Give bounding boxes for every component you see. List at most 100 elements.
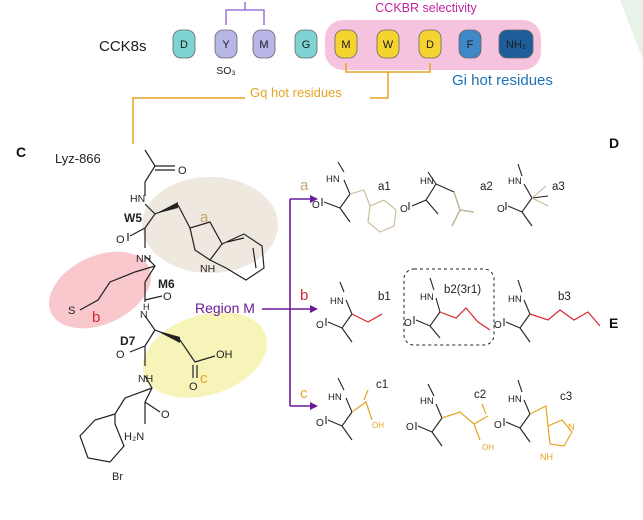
m6-label: M6 (158, 277, 175, 291)
residue-code: W (383, 39, 394, 51)
residue-code: M (341, 39, 350, 51)
residue-pill: NH₂ (498, 29, 534, 59)
a2-label: a2 (480, 181, 493, 193)
molecule-hn-1: HN (130, 193, 145, 205)
c3-nh: NH (540, 452, 553, 462)
region-m-arrows: Region M a b c (195, 177, 318, 410)
c2-hn: HN (420, 396, 434, 407)
panel-e-label: E (609, 315, 618, 331)
region-b-label: b (92, 309, 100, 326)
molecule-nh-1: NH (136, 253, 151, 265)
b1-label: b1 (378, 291, 391, 303)
residue-pill-shape (214, 29, 238, 59)
molecule-o-4: O (116, 349, 125, 361)
variant-c1: HN O c1 OH (316, 377, 388, 441)
residue-pill: M (334, 29, 358, 59)
residue-pill-shape (334, 29, 358, 59)
lyz-866-molecule: Lyz-866 (48, 149, 278, 483)
c3-o: O (494, 420, 502, 431)
a3-label: a3 (552, 181, 565, 193)
residue-pill-shape (418, 29, 442, 59)
molecule-name: Lyz-866 (55, 151, 101, 166)
b1-o: O (316, 320, 324, 331)
molecule-h2n: H₂N (124, 431, 144, 443)
region-c-highlight (142, 312, 268, 398)
a2-o: O (400, 204, 408, 215)
panel-c-label: C (16, 144, 26, 160)
variant-a2: HN O a2 (400, 171, 493, 227)
variant-b3: HN O b3 (494, 279, 601, 343)
molecule-o-2: O (116, 234, 125, 246)
molecule-o-5: O (189, 381, 198, 393)
region-a-highlight (142, 177, 278, 273)
c1-oh: OH (372, 421, 384, 430)
gq-connector (132, 78, 389, 144)
molecule-indole-nh: NH (200, 263, 215, 275)
b1-hn: HN (330, 296, 344, 307)
b2-hn: HN (420, 292, 434, 303)
molecule-o-3: O (163, 291, 172, 303)
residue-pill: G (294, 29, 318, 59)
residue-pill-shape (376, 29, 400, 59)
gq-hot-label: Gq hot residues (250, 85, 342, 100)
variant-b-label: b (300, 287, 308, 304)
residue-pill: D (418, 29, 442, 59)
molecule-o-6: O (161, 409, 170, 421)
residue-code: Y (222, 39, 230, 51)
residue-pill: Y (214, 29, 238, 59)
residue-pill-shape (294, 29, 318, 59)
residue-pill: F (458, 29, 482, 59)
gq-bracket (345, 63, 431, 78)
molecule-nh-2: NH (138, 373, 153, 385)
c3-label: c3 (560, 391, 572, 403)
background-decoration (620, 0, 643, 60)
molecule-oh: OH (216, 349, 233, 361)
residue-pill-shape (458, 29, 482, 59)
residue-pill-shape (498, 29, 534, 59)
a1-hn: HN (326, 174, 340, 185)
c3-hn: HN (508, 394, 522, 405)
molecule-o-1: O (178, 165, 187, 177)
region-m-label: Region M (195, 300, 255, 316)
d7-label: D7 (120, 334, 136, 348)
variant-a-label: a (300, 177, 309, 194)
so3-bracket (225, 2, 265, 25)
c1-o: O (316, 418, 324, 429)
residue-code: D (426, 39, 434, 51)
variant-c2: HN O c2 OH (406, 383, 494, 452)
residue-pill: M (252, 29, 276, 59)
c1-label: c1 (376, 379, 388, 391)
residue-pill: D (172, 29, 196, 59)
b2-label: b2(3r1) (444, 284, 481, 296)
c2-o: O (406, 422, 414, 433)
c2-oh: OH (482, 443, 494, 452)
cckbr-selectivity-label: CCKBR selectivity (375, 1, 477, 15)
sequence-label: CCK8s (99, 38, 147, 55)
a2-hn: HN (420, 176, 434, 187)
region-b-highlight (48, 251, 152, 329)
so3-label: SO₃ (216, 65, 235, 77)
molecule-br: Br (112, 471, 123, 483)
a3-o: O (497, 204, 505, 215)
a3-hn: HN (508, 176, 522, 187)
b3-o: O (494, 320, 502, 331)
residue-pill-shape (252, 29, 276, 59)
w5-label: W5 (124, 211, 142, 225)
b3-label: b3 (558, 291, 571, 303)
variant-b1: HN O b1 (316, 281, 391, 343)
molecule-s: S (68, 305, 75, 317)
variant-b2: HN O b2(3r1) (403, 268, 495, 346)
residue-pills: D Y M G M W D F NH₂ (172, 29, 534, 59)
a1-label: a1 (378, 181, 391, 193)
variant-a1: HN O a1 (312, 161, 397, 233)
b2-highlight-box (403, 268, 495, 346)
molecule-h-1: H (143, 302, 150, 312)
residue-code: G (302, 39, 311, 51)
c3-n: N (568, 422, 575, 432)
c1-hn: HN (328, 392, 342, 403)
b2-o: O (404, 318, 412, 329)
residue-code: M (259, 39, 268, 51)
region-a-label: a (200, 209, 209, 226)
